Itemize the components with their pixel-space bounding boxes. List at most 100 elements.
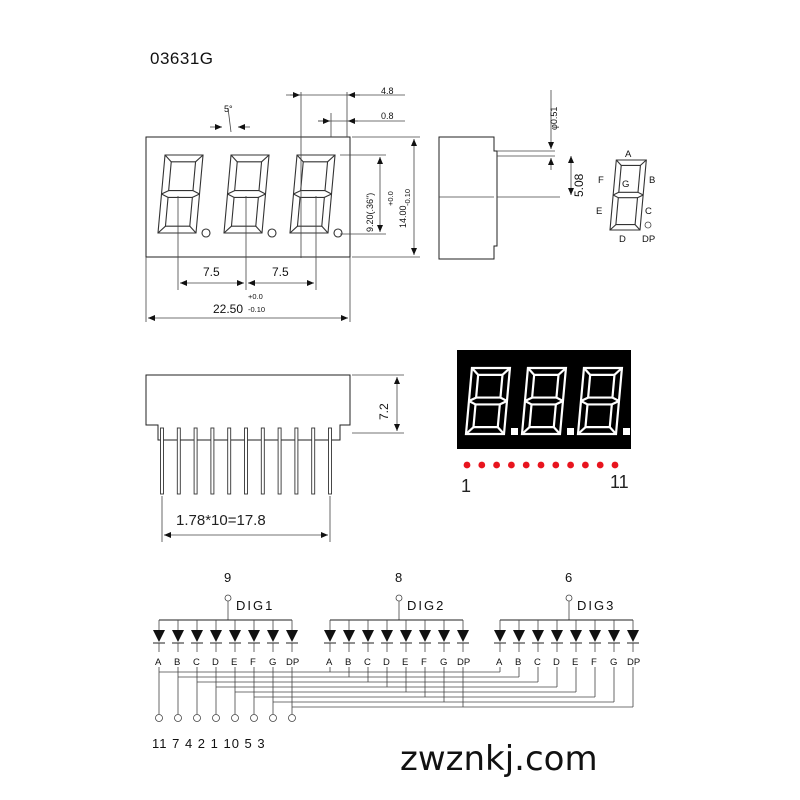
front-dp-2 xyxy=(267,228,277,238)
front-digit-1 xyxy=(157,154,204,234)
schematic-seg-label: DP xyxy=(627,657,640,668)
photo-dp-2 xyxy=(567,428,574,435)
schematic-seg-label: C xyxy=(193,657,200,668)
width-tol-minus: -0.10 xyxy=(248,305,265,314)
pin-dot-1 xyxy=(463,461,471,469)
pin-terminal xyxy=(269,714,277,722)
pin-offset-label: 5.08 xyxy=(572,173,586,197)
display-body-outline xyxy=(145,136,351,258)
depth-label: 7.2 xyxy=(377,403,391,420)
segment-label-g: G xyxy=(622,179,629,190)
pin-terminal xyxy=(212,714,220,722)
segment-pin-numbers: 11 7 4 2 1 10 5 3 xyxy=(152,736,266,751)
schematic-seg-label: G xyxy=(610,657,617,668)
schematic-seg-label: G xyxy=(440,657,447,668)
height-tol-plus: +0.0 xyxy=(386,191,395,206)
bottom-pin-1 xyxy=(160,427,164,495)
pin-terminal xyxy=(250,714,258,722)
segment-label-b: B xyxy=(649,175,655,186)
led-diode-icon xyxy=(627,630,639,642)
pin-terminal xyxy=(174,714,182,722)
dim-4-8: 4.8 xyxy=(381,86,394,96)
dim-0-8: 0.8 xyxy=(381,111,394,121)
schematic-seg-label: E xyxy=(402,657,408,668)
bottom-pin-10 xyxy=(311,427,316,495)
led-diode-icon xyxy=(210,630,222,642)
pin-first-label: 1 xyxy=(461,476,471,496)
pin-dot-5 xyxy=(522,461,530,469)
bottom-pin-8 xyxy=(277,427,282,495)
display-photo-body xyxy=(457,350,631,449)
schematic-seg-label: B xyxy=(345,657,351,668)
pin-diameter-label: φ0.51 xyxy=(549,107,559,130)
schematic-seg-label: DP xyxy=(457,657,470,668)
width-label: 22.50 xyxy=(213,302,243,316)
led-diode-icon xyxy=(608,630,620,642)
led-diode-icon xyxy=(324,630,336,642)
watermark: zwznkj.com xyxy=(400,739,598,779)
photo-dp-1 xyxy=(511,428,518,435)
segment-map-digit xyxy=(609,159,647,231)
pin-last-label: 11 xyxy=(610,472,629,492)
photo-digit-3 xyxy=(576,366,624,436)
schematic-seg-label: D xyxy=(553,657,560,668)
part-number-title: 03631G xyxy=(150,49,214,68)
schematic-seg-label: A xyxy=(496,657,503,668)
width-tol-plus: +0.0 xyxy=(248,292,263,301)
pin-pitch-label: 1.78*10=17.8 xyxy=(176,512,266,529)
display-photo: 1 11 xyxy=(457,350,631,496)
height-label: 14.00 xyxy=(398,205,408,228)
pitch-1-label: 7.5 xyxy=(203,265,220,279)
front-dp-3 xyxy=(333,228,343,238)
led-diode-icon xyxy=(172,630,184,642)
led-diode-icon xyxy=(229,630,241,642)
pin-dot-4 xyxy=(508,461,515,469)
schematic-seg-label: C xyxy=(364,657,371,668)
pin-terminal xyxy=(288,714,296,722)
digit-label: DIG1 xyxy=(236,598,274,613)
pin-dot-9 xyxy=(582,461,589,469)
bottom-pin-7 xyxy=(260,427,265,495)
led-diode-icon xyxy=(551,630,563,642)
led-diode-icon xyxy=(457,630,469,642)
led-diode-icon xyxy=(248,630,260,642)
photo-digit-1 xyxy=(464,366,512,436)
bottom-view: 7.2 1.78*10=17.8 xyxy=(145,374,404,542)
bottom-pin-2 xyxy=(176,427,181,495)
pin-dot-8 xyxy=(567,461,574,469)
schematic-seg-label: D xyxy=(383,657,390,668)
digit-label: DIG3 xyxy=(577,598,615,613)
schematic-seg-label: F xyxy=(591,657,597,668)
pin-dot-2 xyxy=(478,461,486,469)
pin-dot-6 xyxy=(537,461,545,469)
bottom-pin-11 xyxy=(328,427,332,495)
led-diode-icon xyxy=(532,630,544,642)
front-digit-3 xyxy=(289,154,336,234)
led-diode-icon xyxy=(267,630,279,642)
segment-label-c: C xyxy=(645,206,652,217)
schematic-seg-label: A xyxy=(326,657,333,668)
bottom-pin-6 xyxy=(244,427,248,495)
pin-dot-11 xyxy=(611,461,619,469)
pitch-2-label: 7.5 xyxy=(272,265,289,279)
segment-map: A B C D E F G DP xyxy=(596,149,655,245)
height-tol-minus: -0.10 xyxy=(403,189,412,206)
led-diode-icon xyxy=(381,630,393,642)
segment-buses xyxy=(159,671,633,708)
schematic-seg-label: C xyxy=(534,657,541,668)
led-diode-icon xyxy=(570,630,582,642)
pin-terminal xyxy=(193,714,201,722)
front-dp-1 xyxy=(201,228,211,238)
schematic-seg-label: A xyxy=(155,657,162,668)
schematic-seg-label: D xyxy=(212,657,219,668)
schematic-seg-label: DP xyxy=(286,657,299,668)
schematic-seg-label: E xyxy=(572,657,578,668)
led-diode-icon xyxy=(286,630,298,642)
schematic-seg-label: B xyxy=(515,657,521,668)
bottom-pin-3 xyxy=(193,427,198,495)
schematic-seg-label: F xyxy=(250,657,256,668)
photo-digits xyxy=(464,366,630,436)
